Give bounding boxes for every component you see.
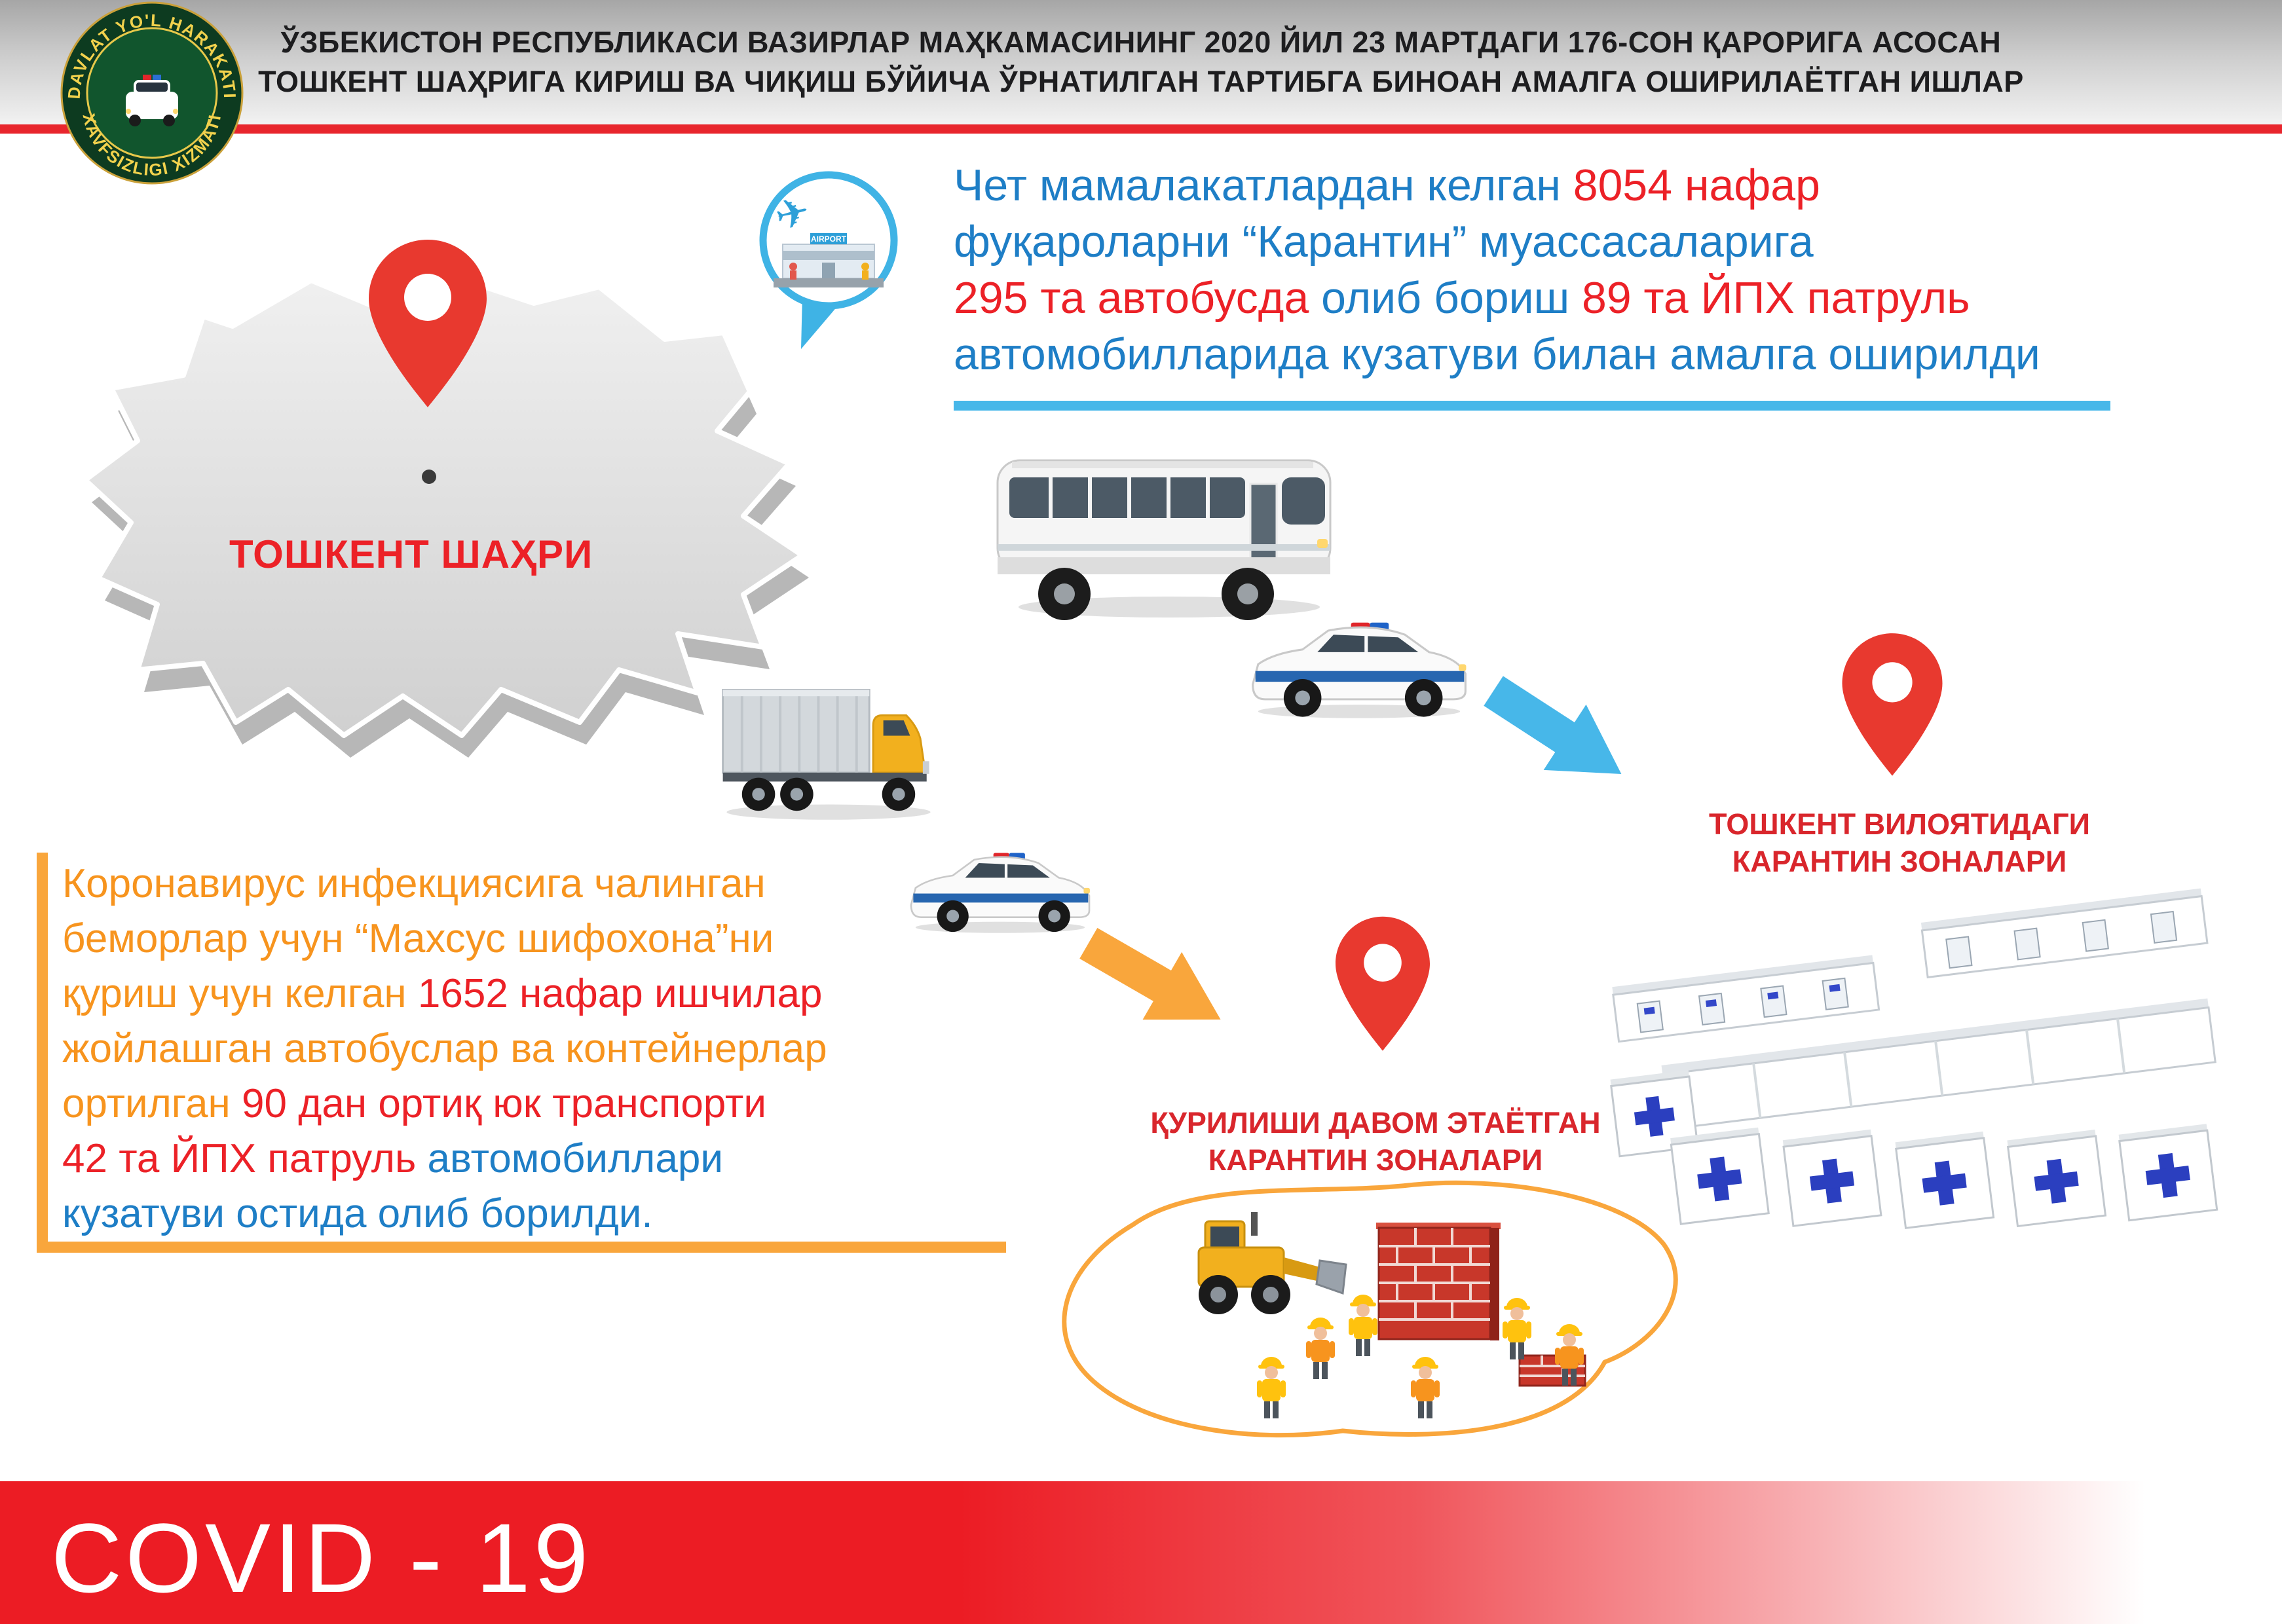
patrol-car-2-illustration (910, 853, 1091, 933)
stats-left-line-3: қуриш учун келган 1652 нафар ишчилар (62, 971, 823, 1016)
region-zone-pin-icon (1842, 633, 1943, 776)
stats-left-line-4: жойлашган автобуслар ва контейнерлар (62, 1026, 827, 1071)
patrol-car-1-illustration (1252, 622, 1467, 718)
header-title-line-2: ТОШКЕНТ ШАҲРИГА КИРИШ ВА ЧИҚИШ БЎЙИЧА ЎР… (258, 65, 2024, 98)
stats-left-line-5: ортилган 90 дан ортиқ юк транспорти (62, 1081, 766, 1126)
stats-top-line-4: автомобилларида кузатуви билан амалга ош… (954, 329, 2040, 379)
map-pin-icon (369, 240, 487, 407)
foreign-arrivals-stats: Чет мамалакатлардан келган 8054 нафар фу… (954, 157, 2040, 382)
stats-left-line-7: кузатуви остида олиб борилди. (62, 1191, 653, 1236)
construction-zone-label: ҚУРИЛИШИ ДАВОМ ЭТАЁТГАН КАРАНТИН ЗОНАЛАР… (1150, 1106, 1601, 1177)
stats-top-line-3: 295 та автобусда олиб бориш 89 та ЙПХ па… (954, 273, 1970, 323)
header-red-divider (0, 124, 2282, 134)
container-cube (1782, 1129, 1882, 1227)
container-cube (1610, 1070, 1699, 1158)
truck-illustration (722, 689, 931, 820)
footer-title: COVID - 19 (51, 1503, 592, 1613)
header-title-line-1: ЎЗБЕКИСТОН РЕСПУБЛИКАСИ ВАЗИРЛАР МАҲКАМА… (280, 26, 2002, 59)
stats-left-underline (37, 1242, 1006, 1253)
stats-top-underline (954, 401, 2110, 411)
quarantine-containers-illustration (1610, 888, 2218, 1230)
footer-bar (0, 1481, 2282, 1624)
construction-site-outline (1062, 1180, 1678, 1438)
police-car-icon (126, 75, 178, 126)
worker-icon (1306, 1318, 1335, 1379)
map-label: ТОШКЕНТ ШАҲРИ (229, 532, 593, 576)
construction-zone-pin-icon (1336, 916, 1430, 1051)
loader-icon (1197, 1212, 1347, 1314)
special-hospital-stats: Коронавирус инфекциясига чалинган беморл… (62, 857, 827, 1242)
orange-arrow (1079, 927, 1221, 1020)
bus-illustration (996, 459, 1332, 620)
airport-badge: ✈ AIRPORT (759, 171, 898, 349)
stats-left-side-bar (37, 853, 48, 1243)
map-location-dot (422, 470, 436, 484)
worker-icon (1349, 1295, 1377, 1356)
stats-top-line-2: фуқароларни “Карантин” муассасаларига (954, 217, 1814, 267)
stats-left-line-1: Коронавирус инфекциясига чалинган (62, 861, 766, 906)
brick-wall-icon (1376, 1223, 1501, 1340)
map-shape (83, 274, 805, 738)
worker-icon (1257, 1357, 1286, 1418)
tashkent-map (83, 274, 809, 758)
container-cube (2006, 1130, 2107, 1228)
worker-icon (1411, 1357, 1440, 1418)
airport-icon: ✈ AIRPORT (770, 186, 884, 287)
stats-top-line-1: Чет мамалакатлардан келган 8054 нафар (954, 160, 1820, 210)
stats-left-line-6: 42 та ЙПХ патруль автомобиллари (62, 1136, 723, 1181)
worker-icon (1555, 1324, 1584, 1386)
container-cube (2118, 1124, 2218, 1222)
airport-sign-label: AIRPORT (811, 234, 847, 244)
construction-site-illustration (1062, 1180, 1678, 1438)
container-cube (1670, 1127, 1770, 1225)
region-zone-label: ТОШКЕНТ ВИЛОЯТИДАГИ КАРАНТИН ЗОНАЛАРИ (1709, 807, 2090, 878)
agency-emblem: DAVLAT YO'L HARAKATI XAVFSIZLIGI XIZMATI (60, 1, 244, 185)
blue-arrow (1484, 676, 1622, 774)
container-cube (1895, 1131, 1995, 1230)
header-bar: ЎЗБЕКИСТОН РЕСПУБЛИКАСИ ВАЗИРЛАР МАҲКАМА… (0, 0, 2282, 124)
worker-icon (1503, 1298, 1531, 1359)
stats-left-line-2: беморлар учун “Махсус шифохона”ни (62, 916, 774, 961)
